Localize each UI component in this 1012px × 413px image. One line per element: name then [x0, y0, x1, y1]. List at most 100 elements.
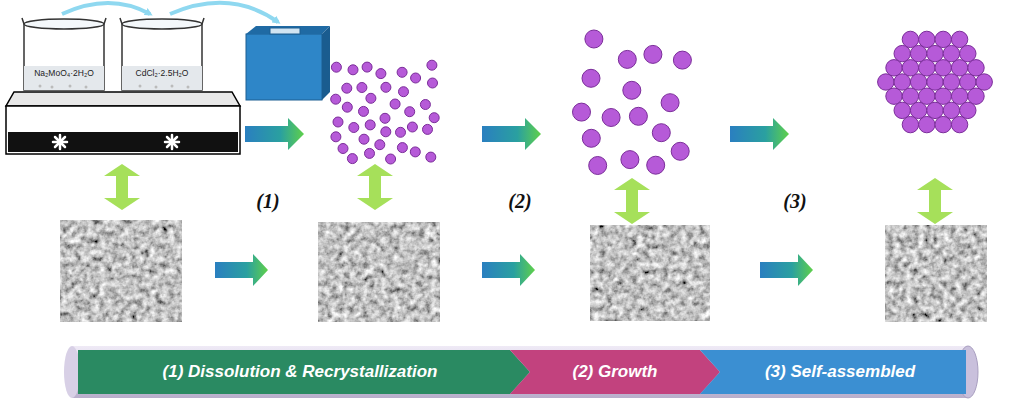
- particle: [673, 51, 691, 69]
- step-number: (3): [783, 190, 806, 213]
- particle: [902, 31, 918, 47]
- correspondence-arrow: [104, 164, 953, 224]
- particle: [333, 117, 343, 127]
- particle: [359, 106, 369, 116]
- particle: [976, 74, 992, 90]
- particle: [375, 140, 385, 150]
- particle: [376, 69, 386, 79]
- particle: [362, 62, 372, 72]
- stage-label: (3) Self-assembled: [765, 362, 915, 382]
- particle: [396, 127, 406, 137]
- transfer-arrow: [62, 3, 150, 14]
- particle: [951, 88, 967, 104]
- particle: [960, 74, 976, 90]
- particle: [359, 134, 369, 144]
- particle: [397, 67, 407, 77]
- powder: [39, 85, 190, 89]
- particle: [894, 45, 910, 61]
- particle: [629, 107, 647, 125]
- particle: [338, 144, 348, 154]
- particle: [935, 88, 951, 104]
- step-number: (1): [256, 190, 279, 213]
- particle: [943, 45, 959, 61]
- stage-band: (1) Dissolution & Recrystallization: [78, 350, 530, 394]
- particle: [951, 116, 967, 132]
- particle: [919, 116, 935, 132]
- particle: [429, 113, 439, 123]
- particle: [582, 129, 600, 147]
- beaker: [120, 18, 204, 90]
- particle: [902, 116, 918, 132]
- particle: [347, 154, 357, 164]
- band-fill: [700, 350, 966, 394]
- particle: [951, 60, 967, 76]
- particle: [623, 81, 641, 99]
- particle: [365, 120, 375, 130]
- particle: [652, 124, 670, 142]
- band-fill: [510, 350, 720, 394]
- particle: [381, 82, 391, 92]
- particle: [397, 143, 407, 153]
- stage-label: (1) Dissolution & Recrystallization: [163, 362, 438, 382]
- particle: [935, 116, 951, 132]
- particle: [399, 87, 409, 97]
- particle: [348, 65, 358, 75]
- particle: [968, 88, 984, 104]
- particle: [602, 109, 620, 127]
- particle: [357, 83, 367, 93]
- stage-label: (2) Growth: [573, 362, 658, 382]
- particle: [960, 102, 976, 118]
- particle: [331, 94, 341, 104]
- particle: [671, 142, 689, 160]
- particle: [919, 60, 935, 76]
- particle: [943, 74, 959, 90]
- stage-band: (3) Self-assembled: [700, 350, 966, 394]
- particle: [902, 88, 918, 104]
- particle: [428, 78, 438, 88]
- particle: [951, 31, 967, 47]
- particle: [331, 132, 341, 142]
- particle: [910, 74, 926, 90]
- particle-group: [331, 30, 993, 175]
- process-arrow: [215, 118, 813, 286]
- particle: [342, 102, 352, 112]
- particle: [426, 152, 436, 162]
- particle: [935, 60, 951, 76]
- particle: [386, 154, 396, 164]
- particle: [910, 102, 926, 118]
- particle: [381, 127, 391, 137]
- particle: [380, 113, 390, 123]
- particle: [919, 31, 935, 47]
- particle: [919, 88, 935, 104]
- particle: [411, 73, 421, 83]
- particle: [886, 60, 902, 76]
- particle: [410, 147, 420, 157]
- particle: [935, 31, 951, 47]
- particle: [582, 69, 600, 87]
- timeline-tube: [64, 346, 978, 398]
- particle: [407, 122, 417, 132]
- particle: [960, 45, 976, 61]
- transfer-arrow: [170, 3, 278, 22]
- reagent-label: Na₂MoO₄·2H₂O: [34, 68, 94, 78]
- particle: [366, 93, 376, 103]
- particle: [902, 60, 918, 76]
- particle: [618, 50, 636, 68]
- particle: [644, 45, 662, 63]
- autoclave-box: [246, 26, 330, 100]
- reagent-label: CdCl₂·2.5H₂O: [136, 68, 189, 78]
- particle: [894, 74, 910, 90]
- particle: [910, 45, 926, 61]
- particle: [342, 83, 352, 93]
- particle: [331, 62, 341, 72]
- particle: [894, 102, 910, 118]
- particle: [621, 151, 639, 169]
- particle: [585, 30, 603, 48]
- particle: [427, 60, 437, 70]
- sem-image: [60, 220, 987, 322]
- particle: [943, 102, 959, 118]
- particle: [661, 94, 679, 112]
- particle: [390, 99, 400, 109]
- particle: [405, 107, 415, 117]
